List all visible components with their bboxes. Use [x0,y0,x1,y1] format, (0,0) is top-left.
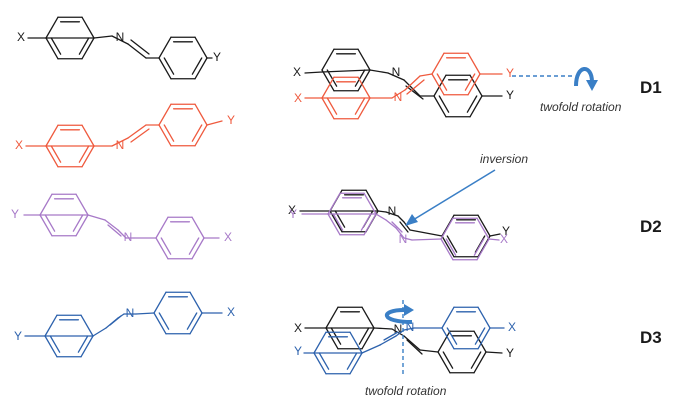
d1-rotation-arrow-icon [574,67,594,87]
d3-monomer-black-atom-y: Y [506,346,514,360]
d2-monomer-black-atom-x: X [288,203,296,217]
monomer-purple-ring-1 [39,193,89,237]
monomer-red-atom-y: Y [227,113,235,127]
d3-monomer-black-ring-2 [437,330,487,374]
d3-note: twofold rotation [365,384,447,398]
d3-monomer-black-atom-x: X [294,321,302,335]
monomer-red-ring-1 [45,124,95,168]
monomer-black-ring-2 [158,36,208,80]
d2-monomer-purple: Y N X [289,192,508,261]
d1-monomer-red-ring-2 [431,52,481,96]
d3-rotation-arrowhead-icon [404,304,414,316]
d2-label: D2 [640,217,662,236]
d1-monomer-red-atom-x: X [294,91,302,105]
monomer-blue: Y N X [14,291,235,358]
d3-label: D3 [640,328,662,347]
monomer-blue-atom-x: X [227,305,235,319]
d3-monomer-black-atom-n: N [394,322,403,336]
monomer-purple-ring-2 [155,216,205,260]
d3-rotation-arrow-icon [384,308,413,324]
d1-label: D1 [640,78,662,97]
monomer-red-atom-x: X [15,138,23,152]
d2-monomer-purple-atom-x: X [500,232,508,246]
monomer-blue-atom-n: N [126,306,135,320]
d3-monomer-black-ring-1 [325,306,375,350]
monomer-red-atom-n: N [116,138,125,152]
monomer-black-ring-1 [45,16,95,60]
d1-monomer-red-atom-y: Y [506,66,514,80]
monomer-purple-atom-x: X [224,230,232,244]
d1-monomer-red: X N Y [294,52,514,120]
d2-monomer-black-atom-n: N [388,204,397,218]
d1-rotation-symbol [512,67,598,91]
d3-monomer-blue-ring-2 [441,306,491,350]
monomer-black-atom-n: N [116,30,125,44]
d2-monomer-purple-atom-n: N [399,232,408,246]
d1-note: twofold rotation [540,100,622,114]
monomer-purple-atom-y: Y [11,207,19,221]
monomer-black: X N Y [17,16,221,80]
monomer-black-atom-x: X [17,30,25,44]
d3-monomer-blue: Y N X [294,306,516,375]
d1-monomer-black-ring-1 [321,48,371,92]
d3-monomer-blue-atom-y: Y [294,344,302,358]
d2-monomer-black: X N Y [288,189,510,258]
monomer-red: X N Y [15,103,235,168]
d3-monomer-blue-atom-n: N [406,320,415,334]
d2-monomer-black-atom-y: Y [502,224,510,238]
monomer-red-ring-2 [158,103,208,147]
monomer-purple-atom-n: N [124,230,133,244]
d2-inversion-arrow-icon [405,169,496,226]
d1-monomer-black-ring-2 [433,74,483,118]
d1-monomer-black-atom-n: N [392,65,401,79]
monomer-purple: Y N X [11,193,232,260]
d1-rotation-arrowhead-icon [586,80,598,91]
monomer-blue-atom-y: Y [14,329,22,343]
monomer-black-atom-y: Y [213,50,221,64]
monomer-blue-ring-1 [44,314,94,358]
d3-monomer-black: X N Y [294,306,514,374]
d2-monomer-purple-atom-y: Y [289,207,297,221]
d3-monomer-blue-ring-1 [313,331,363,375]
monomer-blue-ring-2 [153,291,203,335]
d1-monomer-black-atom-y: Y [506,88,514,102]
d1-monomer-red-atom-n: N [394,90,403,104]
d2-monomer-purple-ring-1 [327,192,377,236]
d1-monomer-black: X N Y [293,48,514,118]
d2-note: inversion [480,152,528,166]
d3-monomer-blue-atom-x: X [508,320,516,334]
d1-monomer-red-ring-1 [321,76,371,120]
d2-monomer-purple-ring-2 [440,217,490,261]
d1-monomer-black-atom-x: X [293,65,301,79]
d3-rotation-symbol [384,300,414,375]
